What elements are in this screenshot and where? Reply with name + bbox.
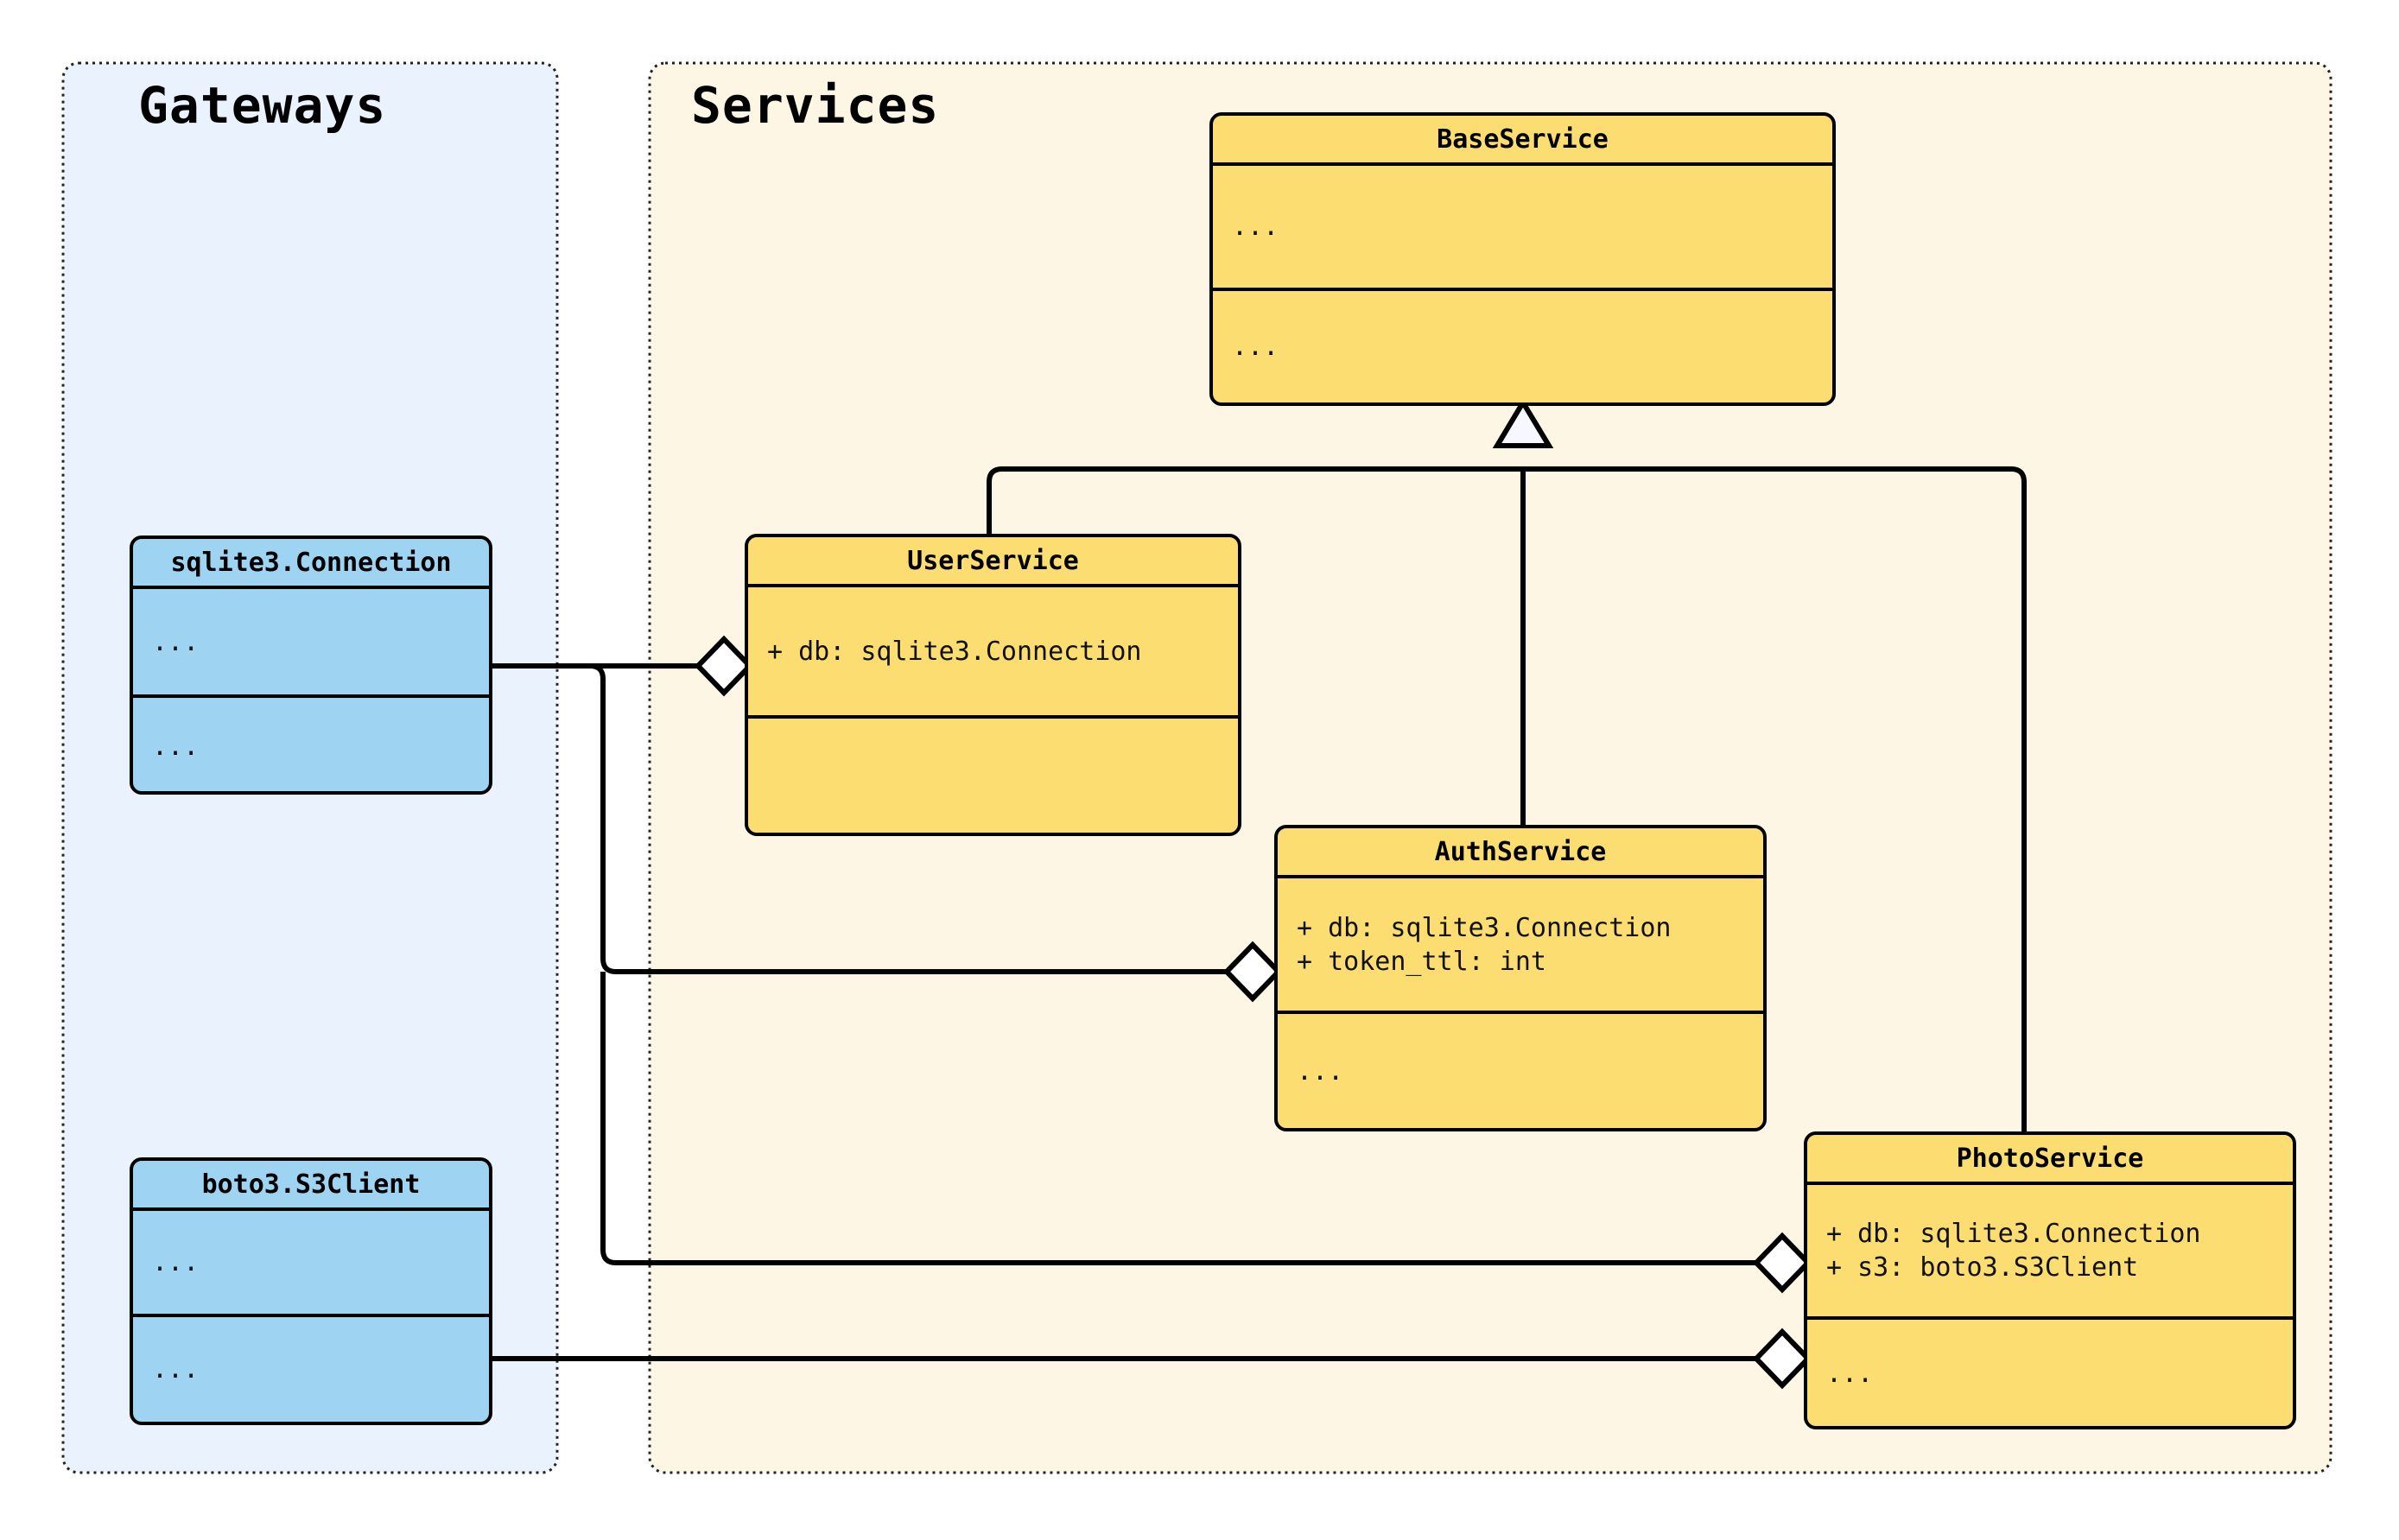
class-title-authservice: AuthService [1278,828,1763,878]
class-title-photoservice: PhotoService [1807,1135,2293,1185]
class-attributes-baseservice: ... [1213,166,1832,288]
aggregation-hollow-diamond-icon-authservice [1222,941,1283,1003]
class-box-authservice[interactable]: AuthService + db: sqlite3.Connection + t… [1274,825,1767,1131]
class-box-photoservice[interactable]: PhotoService + db: sqlite3.Connection + … [1804,1131,2296,1429]
attribute-row: + db: sqlite3.Connection [1297,912,1672,943]
services-package-title: Services [691,76,940,135]
class-title-boto3-s3client: boto3.S3Client [133,1161,489,1211]
generalization-hollow-triangle-icon [1492,397,1554,448]
class-attributes-boto3-s3client: ... [133,1211,489,1314]
class-attributes-userservice: + db: sqlite3.Connection [748,587,1238,715]
class-box-userservice[interactable]: UserService + db: sqlite3.Connection [745,534,1241,836]
class-attributes-sqlite3-connection: ... [133,589,489,694]
class-methods-baseservice: ... [1213,288,1832,402]
relation-aggregation-s3-photoservice[interactable] [492,1328,1812,1390]
gateways-package-title: Gateways [138,76,387,135]
attribute-row: + token_ttl: int [1297,946,1546,977]
attribute-row: ... [152,626,200,657]
class-attributes-authservice: + db: sqlite3.Connection + token_ttl: in… [1278,878,1763,1011]
class-attributes-photoservice: + db: sqlite3.Connection + s3: boto3.S3C… [1807,1185,2293,1316]
relation-aggregation-sqlite-authservice[interactable] [492,663,1283,1003]
class-methods-boto3-s3client: ... [133,1314,489,1422]
class-title-baseservice: BaseService [1213,116,1832,166]
class-box-baseservice[interactable]: BaseService ... ... [1209,112,1836,406]
generalization-bus [987,466,2027,1131]
method-row: ... [1826,1359,1874,1389]
class-methods-userservice [748,715,1238,833]
class-methods-sqlite3-connection: ... [133,694,489,791]
attribute-row: + db: sqlite3.Connection [1826,1219,2201,1249]
method-row: ... [1297,1055,1344,1087]
method-row: ... [152,1354,200,1385]
aggregation-line-sqlite-authservice [492,663,1227,974]
attribute-row: ... [152,1247,200,1277]
class-methods-authservice: ... [1278,1011,1763,1128]
relation-generalization-group[interactable] [987,397,2027,1131]
aggregation-hollow-diamond-icon-photoservice-s3 [1752,1328,1812,1390]
class-box-boto3-s3client[interactable]: boto3.S3Client ... ... [130,1157,492,1425]
class-title-sqlite3-connection: sqlite3.Connection [133,539,489,589]
attribute-row: ... [1232,212,1279,242]
attribute-row: + s3: boto3.S3Client [1826,1252,2139,1283]
services-package-frame[interactable] [648,61,2332,1474]
method-row: ... [1232,332,1279,362]
class-box-sqlite3-connection[interactable]: sqlite3.Connection ... ... [130,536,492,795]
aggregation-line-sqlite-photoservice [600,972,1756,1265]
aggregation-hollow-diamond-icon-userservice [694,635,754,697]
class-methods-photoservice: ... [1807,1316,2293,1426]
class-title-userservice: UserService [748,537,1238,587]
aggregation-hollow-diamond-icon-photoservice-db [1752,1232,1812,1294]
method-row: ... [152,731,200,762]
attribute-row: + db: sqlite3.Connection [767,636,1142,667]
